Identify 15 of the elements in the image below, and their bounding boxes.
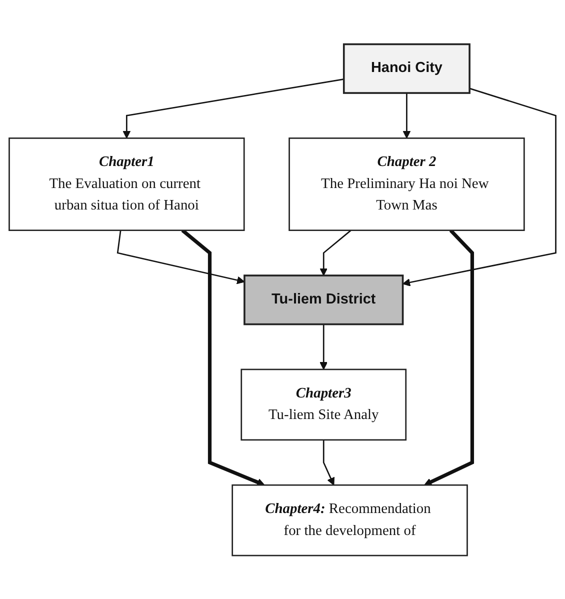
arrow [402,87,556,286]
arrow [116,230,245,284]
arrow [322,440,335,486]
arrow [402,92,411,138]
node-box: Chapter1 The Evaluation on current urban situa tion of Hanoi [8,137,245,231]
node-box: Hanoi City [342,42,470,94]
arrow [320,324,328,370]
arrow [181,228,265,486]
arrow [320,229,352,276]
arrow [424,228,474,486]
node-box: Tu-liem District [244,274,404,325]
arrow [122,78,344,138]
node-box: Chapter3 Tu-liem Site Analy [240,368,407,440]
node-box: Chapter 2 The Preliminary Ha noi New Town Mas [288,137,525,231]
node-box: Chapter4: Recommendation for the development of [232,484,468,556]
